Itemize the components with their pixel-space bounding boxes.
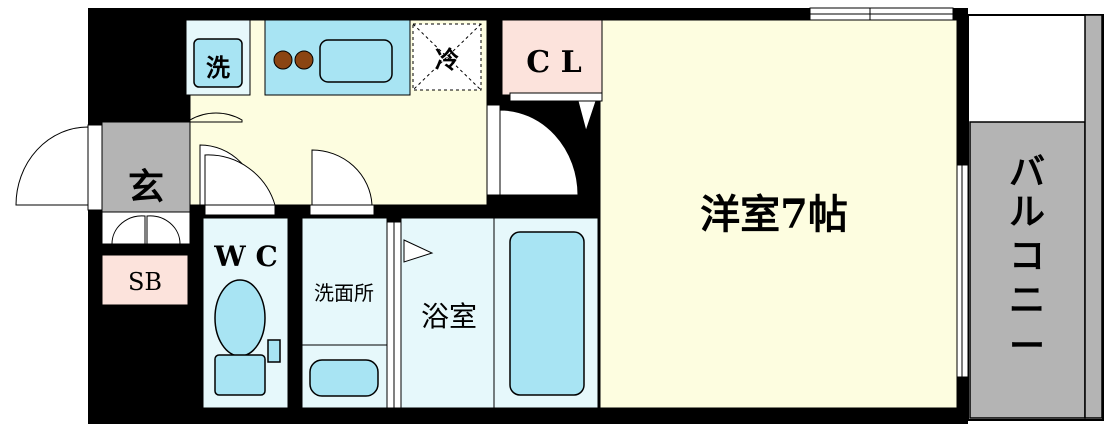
bathtub bbox=[493, 217, 599, 409]
closet bbox=[501, 19, 603, 96]
closet-hinge-mark bbox=[577, 100, 597, 133]
balcony-label-1: バ bbox=[1009, 152, 1045, 193]
entrance-label: 玄 bbox=[128, 166, 164, 208]
front-door bbox=[15, 124, 103, 211]
bathroom-door-mark bbox=[403, 239, 434, 263]
washbasin bbox=[309, 359, 379, 397]
washroom-label: 洗面所 bbox=[314, 281, 374, 305]
balcony-rail bbox=[1084, 14, 1103, 419]
washer-machine bbox=[193, 38, 243, 88]
shoe-box bbox=[101, 254, 189, 306]
western-room-floor bbox=[599, 19, 958, 409]
balcony-label-4: ニ bbox=[1009, 280, 1045, 321]
door-wc bbox=[204, 154, 276, 216]
washer-label: 洗 bbox=[206, 53, 230, 82]
stove-burner-right bbox=[294, 50, 314, 70]
bathroom-label: 浴室 bbox=[421, 300, 477, 333]
fridge-label: 冷 bbox=[435, 45, 459, 74]
toilet-fixture bbox=[214, 279, 281, 396]
balcony-label-3: コ bbox=[1009, 236, 1045, 277]
toilet-label: W C bbox=[213, 240, 277, 273]
door-kitchen-to-room bbox=[486, 104, 579, 196]
closet-label: C L bbox=[526, 45, 581, 80]
shoe-box-label: SB bbox=[128, 268, 162, 296]
entrance-floor bbox=[101, 121, 191, 213]
closet-door-track bbox=[509, 92, 603, 102]
door-washroom bbox=[309, 149, 375, 216]
western-room-label: 洋室7帖 bbox=[700, 191, 848, 238]
stove-burner-left bbox=[273, 50, 293, 70]
balcony-label-2: ル bbox=[1009, 192, 1045, 233]
balcony-label-5: ー bbox=[1009, 326, 1045, 367]
kitchen-sink bbox=[319, 39, 393, 83]
